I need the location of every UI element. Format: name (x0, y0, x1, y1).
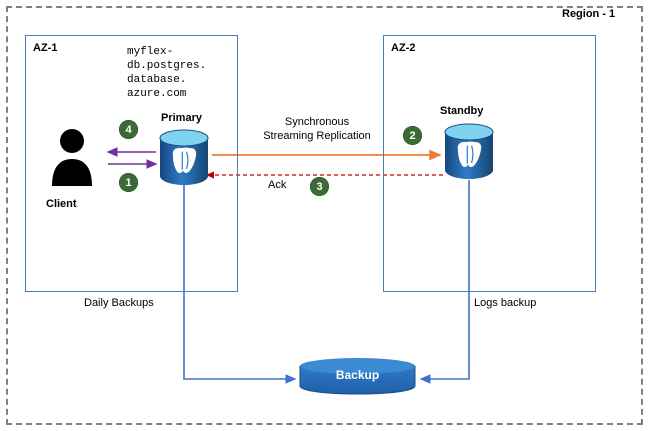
standby-label: Standby (440, 105, 484, 117)
user-icon (52, 129, 92, 186)
availability-zone-2-box (383, 35, 596, 292)
postgres-database-icon (444, 123, 494, 179)
step-badge-4: 4 (119, 120, 138, 139)
logs-backup-label: Logs backup (474, 297, 537, 309)
backup-label: Backup (335, 368, 380, 382)
daily-backups-label: Daily Backups (84, 297, 154, 309)
replication-label: Synchronous Streaming Replication (263, 116, 371, 142)
primary-label: Primary (161, 112, 202, 124)
postgres-database-icon (159, 129, 209, 185)
step-badge-3: 3 (310, 177, 329, 196)
availability-zone-1-label: AZ-1 (33, 42, 58, 54)
step-badge-1: 1 (119, 173, 138, 192)
ack-label: Ack (268, 179, 287, 191)
backup-store-icon (299, 358, 416, 395)
region-boundary (6, 6, 643, 425)
availability-zone-2-label: AZ-2 (391, 42, 416, 54)
availability-zone-1-box (25, 35, 238, 292)
client-label: Client (46, 198, 77, 210)
daily-backup-arrow (183, 185, 297, 384)
client-to-primary-arrow (106, 147, 158, 169)
region-label: Region - 1 (560, 8, 618, 20)
step-badge-2: 2 (403, 126, 422, 145)
database-endpoint-fqdn: myflex- db.postgres. database. azure.com (127, 46, 207, 100)
logs-backup-arrow (419, 180, 470, 384)
